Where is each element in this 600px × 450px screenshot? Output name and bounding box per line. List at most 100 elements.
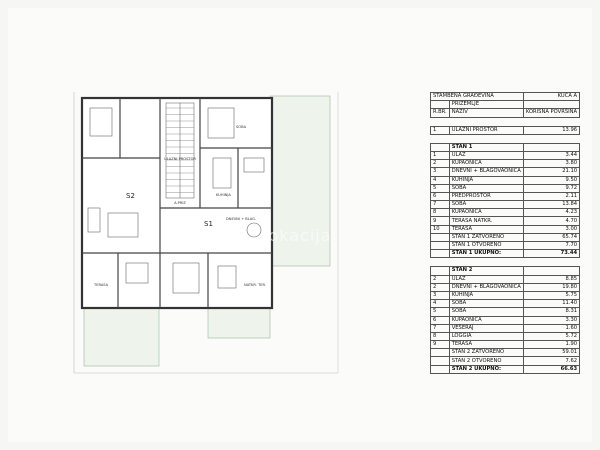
table-cell: 1 xyxy=(430,150,450,161)
table-cell: TERASA xyxy=(448,340,524,350)
table-cell: 1.60 xyxy=(522,323,581,333)
table-floor: PRIZEMLJE xyxy=(448,100,524,110)
stan1-total-row: STAN 1 UKUPNO:73.44 xyxy=(430,249,581,259)
table-cell xyxy=(430,364,450,374)
table-cell: 9 xyxy=(430,340,450,350)
table-cell: STAN 2 UKUPNO: xyxy=(448,364,524,374)
watermark: lokacija xyxy=(263,226,332,245)
table-cell: 3.80 xyxy=(522,159,581,169)
table-cell: KUPAONICA xyxy=(448,315,524,325)
table-cell: LOGGIA xyxy=(448,331,524,342)
plan-label-a-priz: A.PRIZ xyxy=(174,201,186,205)
table-cell xyxy=(522,100,581,110)
table-cell xyxy=(430,240,450,251)
table-cell: STAN 1 UKUPNO: xyxy=(448,249,524,259)
table-cell xyxy=(430,100,450,110)
table-cell xyxy=(523,258,579,267)
col-header-area: KORISNA POVRŠINA xyxy=(522,108,581,118)
table-cell: 3 xyxy=(430,167,450,177)
floor-plan: S2 S1 ULAZNI PROSTOR A.PRIZ SOBA KUHINJA… xyxy=(73,92,339,374)
table-title: STAMBENA GRAĐEVINA xyxy=(430,91,524,102)
plan-label-terasa: TERASA xyxy=(93,283,109,287)
table-cell xyxy=(431,134,450,143)
plan-label-s2: S2 xyxy=(126,192,135,200)
table-cell: 9.50 xyxy=(522,175,581,185)
col-header-rbr: R.BR. xyxy=(430,108,450,118)
stan1-title: STAN 1 xyxy=(448,142,524,152)
table-cell: TERASA xyxy=(448,224,524,234)
table-cell: 2 xyxy=(430,159,450,169)
table-cell: KUHINJA xyxy=(448,175,524,185)
spacer-row xyxy=(431,258,580,267)
table-cell: 6 xyxy=(430,315,450,325)
table-cell: 2 xyxy=(430,282,450,292)
table-cell: 3.30 xyxy=(522,315,581,325)
table-cell: KUPAONICA xyxy=(448,159,524,169)
table-cell: 2.11 xyxy=(522,191,581,202)
plan-label-kuhinja: KUHINJA xyxy=(216,193,231,197)
document-sheet: S2 S1 ULAZNI PROSTOR A.PRIZ SOBA KUHINJA… xyxy=(8,8,592,442)
table-cell: 4 xyxy=(430,175,450,185)
table-cell: 8.31 xyxy=(522,307,581,317)
table-cell: 1.90 xyxy=(522,340,581,350)
table-cell xyxy=(449,117,523,126)
table-cell: KUHINJA xyxy=(448,290,524,301)
table-cell: 3.00 xyxy=(522,224,581,234)
table-cell: 7 xyxy=(430,200,450,210)
table-cell xyxy=(523,117,579,126)
table-cell: 19.80 xyxy=(522,282,581,292)
stan2-title-row: STAN 2 xyxy=(430,266,581,276)
table-cell: 7 xyxy=(430,323,450,333)
table-cell: 5.72 xyxy=(522,331,581,342)
table-cell: ULAZNI PROSTOR xyxy=(448,125,524,135)
table-cell: SOBA xyxy=(448,307,524,317)
table-cell: 4.70 xyxy=(522,216,581,226)
table-cell: VEŠERAJ xyxy=(448,323,524,333)
table-cell xyxy=(430,232,450,243)
table-cell xyxy=(430,142,450,152)
table-cell: 8 xyxy=(430,208,450,218)
table-cell: STAN 1 ZATVORENO xyxy=(448,232,524,243)
table-cell: 10 xyxy=(430,224,450,234)
table-cell: STAN 2 OTVORENO xyxy=(448,356,524,366)
table-cell xyxy=(522,142,581,152)
table-cell xyxy=(430,249,450,259)
table-cell xyxy=(430,266,450,276)
table-cell: DNEVNI + BLAGOVAONICA xyxy=(448,282,524,292)
table-cell: 59.01 xyxy=(522,348,581,358)
spacer-row xyxy=(431,134,580,143)
table-cell: 9.72 xyxy=(522,183,581,193)
table-cell: STAN 2 ZATVORENO xyxy=(448,348,524,358)
table-cell: 3.44 xyxy=(522,150,581,161)
col-header-name: NAZIV xyxy=(448,108,524,118)
table-cell xyxy=(430,356,450,366)
table-cell: 21.10 xyxy=(522,167,581,177)
stan2-title: STAN 2 xyxy=(448,266,524,276)
table-cell: TERASA NATKR. xyxy=(448,216,524,226)
table-cell: PREDPROSTOR xyxy=(448,191,524,202)
table-cell xyxy=(523,134,579,143)
table-cell: SOBA xyxy=(448,200,524,210)
plan-label-s1: S1 xyxy=(204,220,213,228)
table-cell: 5.75 xyxy=(522,290,581,301)
